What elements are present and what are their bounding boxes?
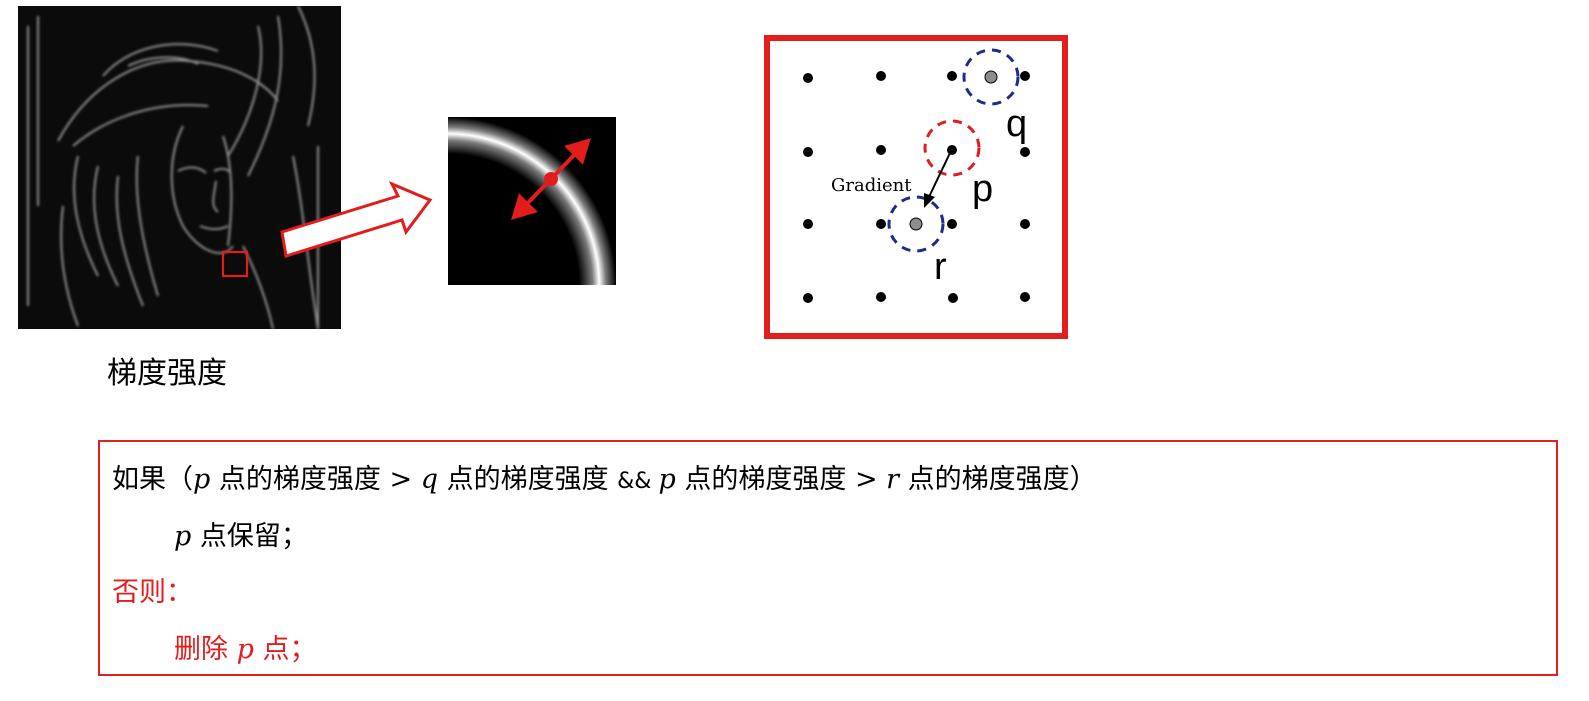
rule-delete-p: p — [236, 634, 254, 665]
nms-rule-box — [98, 440, 1558, 676]
p-center-circle — [923, 119, 981, 177]
rule-if: 如果（ — [112, 464, 193, 495]
highlight-box — [221, 250, 249, 278]
zoomed-edge-patch — [448, 117, 616, 285]
grid-dot — [876, 145, 886, 155]
grid-dot — [803, 73, 813, 83]
grid-dot — [947, 219, 957, 229]
gradient-label: Gradient — [831, 175, 912, 196]
gradient-arrow-icon — [924, 152, 951, 208]
q-neighbor-circle — [962, 48, 1020, 106]
rule-gt2: > — [854, 464, 887, 495]
rule-and: && — [617, 469, 659, 494]
rule-text3: 点的梯度强度 — [675, 464, 855, 495]
rule-delete-line: 删除 p 点； — [174, 631, 316, 669]
grid-dot — [948, 293, 958, 303]
grid-dot — [803, 147, 813, 157]
rule-p2: p — [658, 464, 676, 495]
nms-grid-diagram: Gradient q p r — [764, 35, 1068, 339]
gradient-magnitude-image — [18, 6, 341, 329]
rule-delete-post: 点； — [253, 634, 317, 665]
zoom-arrow-icon — [280, 181, 433, 258]
grid-dot — [876, 219, 886, 229]
rule-else-line: 否则： — [112, 577, 193, 608]
rule-gt1: > — [389, 464, 421, 495]
r-neighbor-circle — [887, 195, 945, 253]
rule-keep-p: p — [174, 521, 192, 552]
point-r-label: r — [934, 246, 947, 288]
rule-condition-line: 如果（p 点的梯度强度 > q 点的梯度强度 && p 点的梯度强度 > r 点… — [112, 461, 1097, 501]
grid-dot — [1020, 219, 1030, 229]
rule-text2: 点的梯度强度 — [437, 464, 618, 495]
rule-keep-text: 点保留； — [191, 521, 308, 552]
rule-text1: 点的梯度强度 — [210, 464, 390, 495]
grid-dot — [876, 292, 886, 302]
point-q-label: q — [1006, 103, 1027, 145]
rule-delete-pre: 删除 — [174, 634, 237, 665]
q-interpolated-point — [984, 70, 998, 84]
rule-r: r — [886, 464, 900, 495]
grid-dot — [1020, 147, 1030, 157]
rule-q: q — [420, 464, 438, 495]
rule-text4: 点的梯度强度） — [899, 464, 1097, 495]
grid-dot — [1020, 292, 1030, 302]
rule-p1: p — [193, 464, 211, 495]
grid-dot — [947, 145, 957, 155]
photo-caption: 梯度强度 — [107, 356, 227, 391]
grid-dot — [876, 71, 886, 81]
grid-dot — [803, 293, 813, 303]
grid-dot — [947, 71, 957, 81]
grid-dot — [1020, 71, 1030, 81]
rule-keep-line: p 点保留； — [174, 518, 308, 556]
r-interpolated-point — [909, 217, 923, 231]
point-p-label: p — [972, 168, 993, 210]
grid-dot — [803, 219, 813, 229]
